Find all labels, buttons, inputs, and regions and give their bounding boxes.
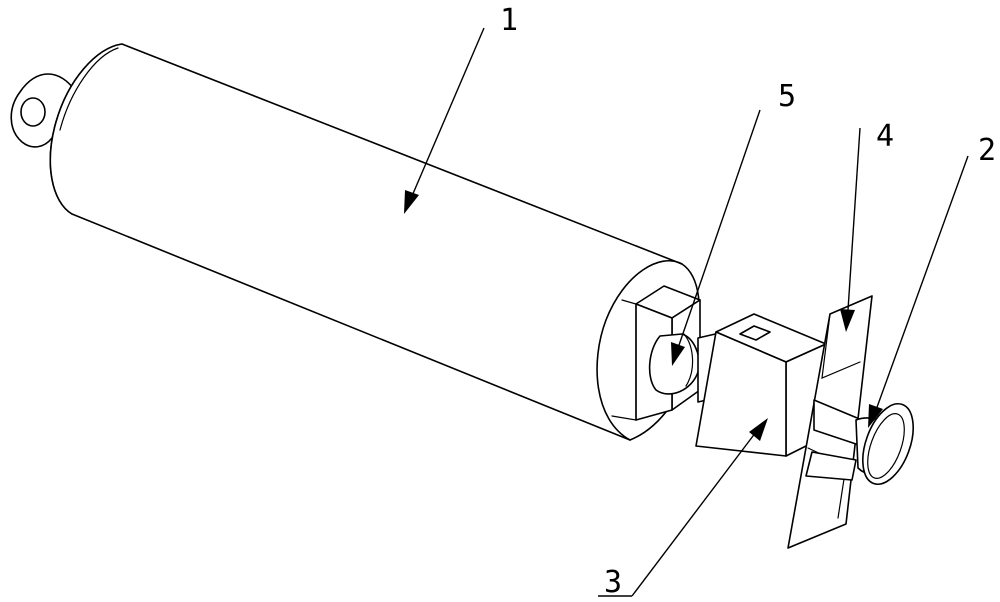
callout-labels: 1 5 4 2 3 bbox=[500, 3, 996, 600]
callout-2: 2 bbox=[978, 133, 996, 168]
callout-3: 3 bbox=[604, 565, 622, 600]
leader-4 bbox=[847, 127, 861, 311]
arrowhead-5 bbox=[671, 342, 685, 366]
leader-1 bbox=[411, 27, 485, 197]
leader-5 bbox=[677, 109, 761, 349]
arrowhead-1 bbox=[404, 190, 419, 214]
suction-cup bbox=[855, 403, 914, 485]
arrowhead-3 bbox=[749, 418, 768, 441]
main-cylinder bbox=[10, 43, 701, 441]
ball-joint bbox=[648, 333, 700, 395]
leader-3 bbox=[631, 431, 757, 597]
callout-5: 5 bbox=[778, 79, 796, 114]
arrowhead-2 bbox=[868, 404, 883, 428]
eye-hole bbox=[20, 97, 46, 127]
leader-lines bbox=[404, 27, 969, 597]
leader-2 bbox=[875, 155, 969, 411]
callout-4: 4 bbox=[876, 119, 894, 154]
callout-1: 1 bbox=[500, 3, 518, 38]
arrowhead-4 bbox=[840, 309, 855, 332]
